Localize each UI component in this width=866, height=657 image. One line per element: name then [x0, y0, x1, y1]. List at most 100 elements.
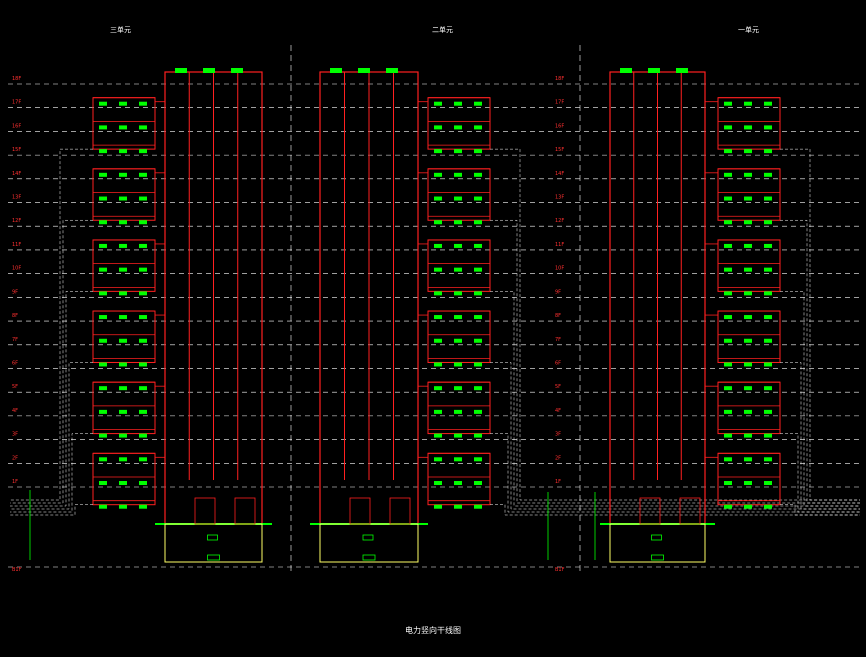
meter-box [139, 149, 147, 154]
meter-box [764, 409, 772, 414]
meter-box [764, 149, 772, 154]
drawing-title: 电力竖向干线图 [405, 626, 461, 635]
meter-box [454, 220, 462, 225]
meter-box [99, 125, 107, 130]
meter-box [744, 243, 752, 248]
meter-box [744, 338, 752, 343]
meter-box [454, 315, 462, 320]
meter-box [434, 149, 442, 154]
meter-box [724, 196, 732, 201]
floor-label: 10F [12, 266, 21, 272]
unit-3-group [594, 68, 860, 563]
floor-label: 18F [12, 76, 21, 82]
meter-box [724, 291, 732, 296]
meter-box [724, 315, 732, 320]
control-wire [780, 504, 860, 516]
meter-box [744, 481, 752, 485]
meter-box [474, 196, 482, 201]
control-wire [10, 362, 93, 510]
meter-box [99, 315, 107, 320]
control-wire [490, 504, 860, 516]
meter-box [744, 267, 752, 272]
meter-box [99, 220, 107, 225]
unit-2-group [310, 68, 860, 563]
floor-label: 6F [555, 360, 561, 366]
meter-box [434, 172, 442, 177]
control-wire [10, 148, 93, 501]
meter-box [744, 125, 752, 130]
meter-box [724, 125, 732, 130]
meter-box [99, 267, 107, 272]
dist-box [362, 534, 374, 541]
meter-box [99, 433, 107, 438]
meter-box [119, 338, 127, 343]
control-wire [490, 362, 860, 510]
meter-box [454, 172, 462, 177]
meter-box [724, 243, 732, 248]
floor-label: 1F [12, 479, 18, 485]
meter-box [724, 362, 732, 367]
meter-box [99, 172, 107, 177]
meter-box [744, 362, 752, 367]
meter-box [764, 315, 772, 320]
meter-box [139, 433, 147, 438]
control-wire [10, 291, 93, 507]
floor-label: 7F [12, 337, 18, 343]
meter-box [119, 362, 127, 367]
meter-box [99, 409, 107, 414]
meter-box [474, 220, 482, 225]
meter-box [474, 172, 482, 177]
meter-box [119, 220, 127, 225]
meter-box [764, 481, 772, 485]
meter-box [434, 362, 442, 367]
meter-box [474, 457, 482, 462]
meter-box [764, 362, 772, 367]
floor-label: 14F [12, 171, 21, 177]
meter-box [434, 220, 442, 225]
meter-box [744, 149, 752, 154]
meter-box [434, 504, 442, 509]
meter-box [764, 243, 772, 248]
meter-box [139, 172, 147, 177]
control-wire [490, 148, 860, 501]
meter-box [724, 457, 732, 462]
meter-box [119, 315, 127, 320]
floor-label: 10F [555, 266, 564, 272]
floor-label: 5F [555, 384, 561, 390]
meter-box [99, 457, 107, 462]
meter-box [454, 386, 462, 391]
meter-box [744, 291, 752, 296]
floor-label: 16F [12, 123, 21, 129]
meter-box [454, 504, 462, 509]
meter-box [724, 338, 732, 343]
meter-box [744, 457, 752, 462]
meter-box [119, 291, 127, 296]
meter-box [474, 481, 482, 485]
meter-box [139, 101, 147, 106]
unit-title-3: 三单元 [110, 26, 131, 34]
floor-label: 3F [555, 432, 561, 438]
meter-box [119, 172, 127, 177]
meter-box [139, 409, 147, 414]
meter-box [764, 338, 772, 343]
floor-label: 4F [12, 408, 18, 414]
dist-box [207, 554, 220, 561]
meter-box [724, 220, 732, 225]
meter-box [764, 172, 772, 177]
meter-box [99, 481, 107, 485]
floor-label: 14F [555, 171, 564, 177]
floor-label: 15F [555, 147, 564, 153]
top-box [330, 68, 342, 73]
meter-box [99, 362, 107, 367]
floor-label: 12F [555, 218, 564, 224]
meter-box [139, 481, 147, 485]
control-wire [780, 291, 860, 507]
meter-box [434, 125, 442, 130]
dist-box [207, 534, 218, 541]
floor-label: 6F [12, 360, 18, 366]
meter-box [724, 504, 732, 509]
unit-title-1: 一单元 [738, 26, 759, 34]
meter-box [474, 315, 482, 320]
meter-box [764, 291, 772, 296]
